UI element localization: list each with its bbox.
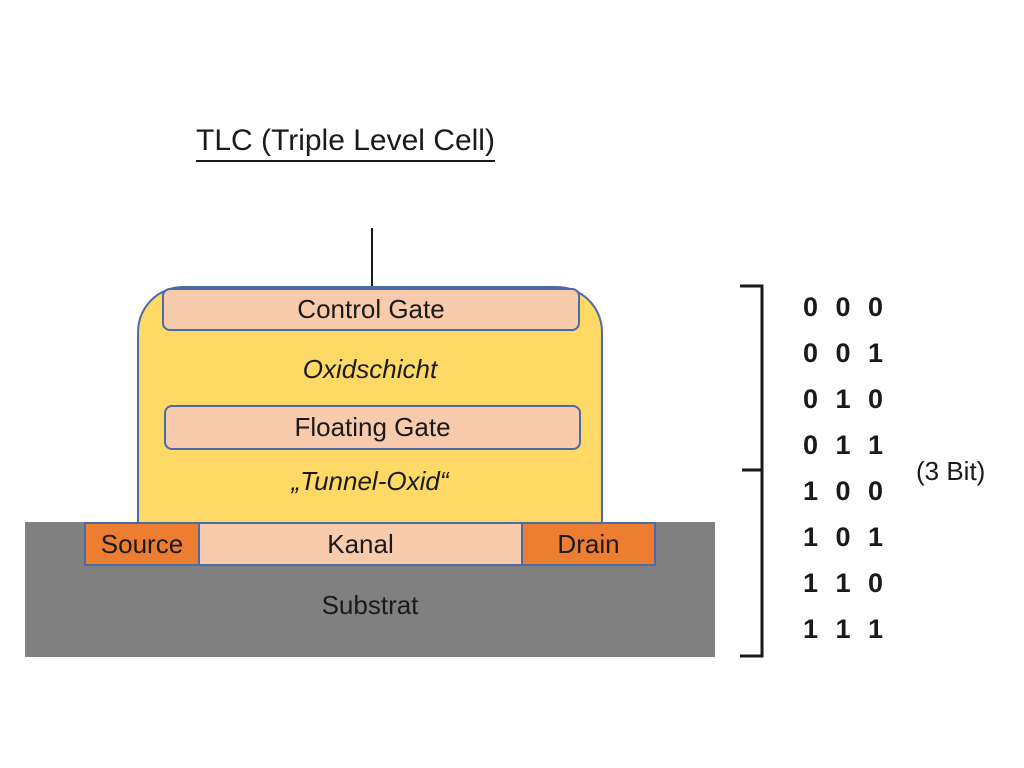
bit-state: 1 1 1 <box>803 614 889 644</box>
diagram-title: TLC (Triple Level Cell) <box>196 122 495 162</box>
bit-state: 1 0 0 <box>803 476 889 506</box>
bit-state: 0 0 1 <box>803 338 889 368</box>
source-region: Source <box>84 522 200 566</box>
bit-state: 0 0 0 <box>803 292 889 322</box>
bit-state: 0 1 0 <box>803 384 889 414</box>
floating-gate: Floating Gate <box>164 405 581 450</box>
bracket-icon <box>740 284 764 658</box>
bit-state-list: 0 0 0 0 0 1 0 1 0 0 1 1 1 0 0 1 0 1 1 1 … <box>803 288 888 656</box>
drain-region: Drain <box>521 522 656 566</box>
substrate-label: Substrat <box>321 590 419 620</box>
bit-state: 1 0 1 <box>803 522 889 552</box>
gate-terminal-wire <box>371 228 373 290</box>
bit-count-label: (3 Bit) <box>916 456 986 486</box>
bit-state: 0 1 1 <box>803 430 889 460</box>
control-gate: Control Gate <box>162 288 580 331</box>
channel-region: Kanal <box>200 522 521 566</box>
tunnel-oxide-label: „Tunnel-Oxid“ <box>291 466 449 496</box>
oxide-layer-label: Oxidschicht <box>302 354 438 384</box>
bit-state: 1 1 0 <box>803 568 889 598</box>
